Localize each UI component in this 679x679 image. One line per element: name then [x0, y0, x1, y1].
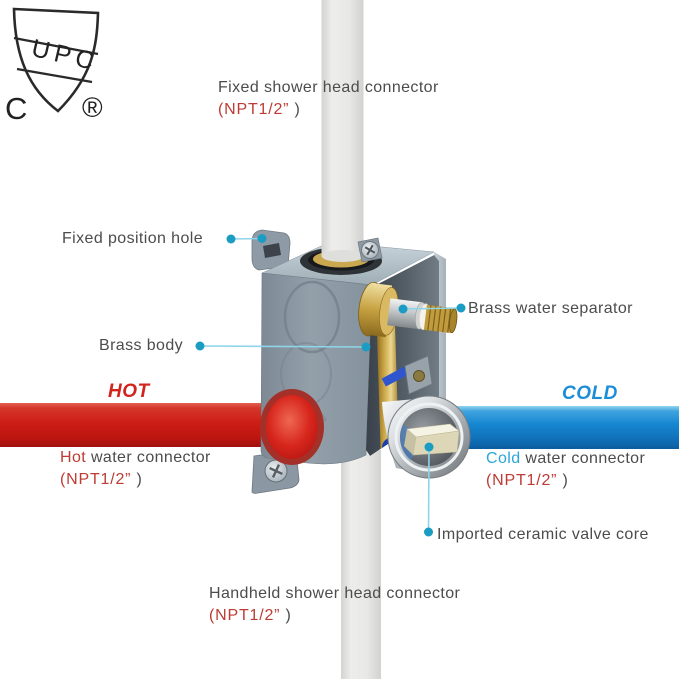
leader-dot: [257, 234, 267, 243]
label-text: Fixed shower head connector: [218, 79, 439, 96]
label-cold-water-connector: Cold water connector (NPT1/2” ): [486, 450, 646, 489]
registered-trademark-icon: ®: [82, 92, 103, 123]
label-imported-ceramic-valve-core: Imported ceramic valve core: [437, 524, 649, 546]
screw-cross-icon: [364, 244, 376, 256]
separator-steel-shaft: [387, 298, 423, 330]
hot-word: Hot: [60, 449, 87, 466]
upc-certification-logo: UPC C ®: [5, 7, 103, 125]
leader-dot: [398, 304, 408, 314]
label-brass-water-separator: Brass water separator: [468, 298, 633, 320]
handheld-shower-pipe: [341, 450, 381, 679]
shield-band-top: [13, 36, 99, 56]
leader-brass-body: [199, 345, 367, 348]
hot-pipe: [0, 403, 294, 447]
label-fixed-shower-head-connector: Fixed shower head connector (NPT1/2” ): [218, 79, 439, 118]
cold-banner: COLD: [562, 383, 618, 404]
leader-fixed-position-hole: [230, 237, 263, 240]
ceramic-stem: [404, 423, 460, 456]
leader-dot: [195, 341, 205, 351]
label-fixed-position-hole: Fixed position hole: [62, 228, 203, 250]
label-hot-water-connector: Hot water connector (NPT1/2” ): [60, 449, 211, 488]
leader-ceramic-valve-core: [427, 448, 430, 533]
screw-cross-icon: [269, 464, 283, 478]
hot-connector-boss: [260, 389, 324, 465]
valve-body: [260, 0, 446, 465]
leader-dot: [456, 303, 466, 313]
label-handheld-shower-head-connector: Handheld shower head connector (NPT1/2” …: [209, 585, 461, 624]
hot-banner: HOT: [108, 381, 150, 402]
npt-spec: (NPT1/2”: [60, 471, 132, 488]
npt-spec: (NPT1/2”: [209, 607, 281, 624]
blue-fitting: [381, 366, 409, 387]
label-text: Handheld shower head connector: [209, 585, 461, 602]
leader-dot: [226, 234, 236, 244]
label-brass-body: Brass body: [99, 335, 183, 357]
leader-dot: [424, 527, 433, 537]
shield-band-bottom: [16, 67, 93, 84]
front-face-cap-circle: [283, 280, 341, 354]
npt-spec: (NPT1/2”: [486, 472, 558, 489]
top-pipe-grommet: [300, 0, 382, 275]
leader-lines: [199, 237, 462, 533]
leader-dot: [361, 342, 371, 352]
cold-word: Cold: [486, 450, 521, 467]
brass-water-separator-part: [358, 281, 458, 338]
label-text: Brass body: [99, 337, 184, 354]
certification-c-mark: C: [5, 91, 27, 125]
npt-spec: (NPT1/2”: [218, 101, 290, 118]
label-text: Imported ceramic valve core: [437, 526, 649, 543]
ceramic-valve-core-part: [382, 395, 471, 479]
label-text: Brass water separator: [468, 300, 633, 317]
leader-brass-water-separator: [402, 307, 462, 310]
upc-shield-outline: [12, 7, 100, 113]
cold-pipe: [444, 406, 679, 449]
label-text: Fixed position hole: [62, 230, 204, 247]
top-clip-screw: [357, 237, 383, 263]
leader-dots: [195, 234, 466, 537]
leader-dot: [424, 442, 434, 452]
